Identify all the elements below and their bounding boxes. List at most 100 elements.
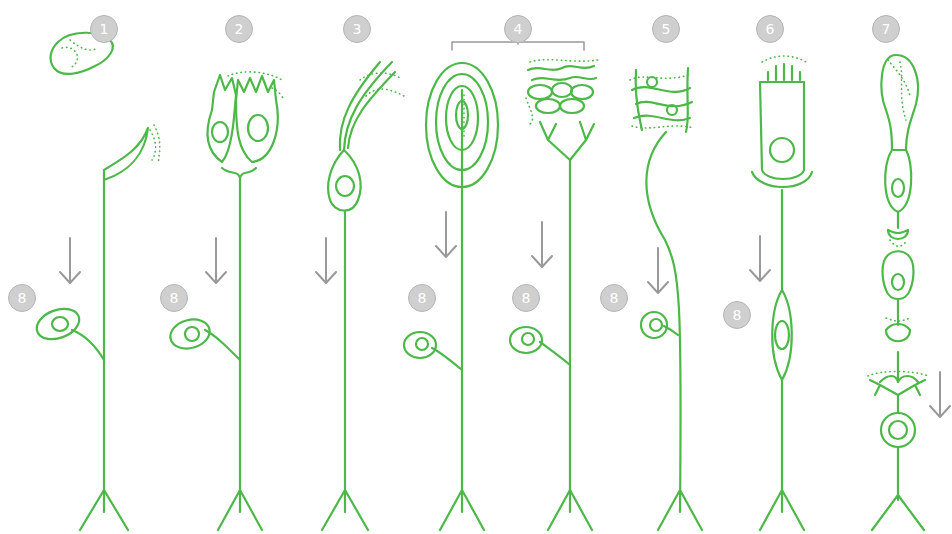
- callout-circle: 2: [225, 15, 253, 43]
- callout-number: 6: [766, 22, 775, 36]
- photoreceptor-outer: [881, 55, 918, 150]
- nucleus: [650, 319, 662, 331]
- callout-circle: 6: [756, 15, 784, 43]
- signal-arrow: [750, 236, 770, 281]
- epithelium-line: [528, 66, 596, 80]
- cell-stalk: [897, 212, 899, 228]
- dendrite-tree: [540, 122, 594, 512]
- epithelial-cell: [560, 99, 584, 113]
- axon: [760, 380, 804, 530]
- callout-number: 4: [514, 22, 523, 36]
- callout-number: 8: [18, 291, 27, 305]
- stimulus-dots: [868, 240, 928, 376]
- stimulus-dots: [62, 40, 160, 164]
- signal-arrow: [316, 238, 336, 283]
- axon-branch: [218, 490, 262, 530]
- callout-number: 5: [662, 22, 671, 36]
- stimulus-dots: [630, 56, 910, 128]
- bipolar-body: [772, 290, 792, 380]
- signal-arrow: [648, 248, 668, 293]
- bipolar-cell: [883, 251, 914, 299]
- callout-number: 1: [100, 22, 109, 36]
- callout-circle: 8: [723, 301, 751, 329]
- cell-body: [510, 327, 542, 353]
- cell-stalk: [432, 348, 462, 370]
- epithelial-cell: [571, 85, 593, 99]
- axon: [322, 212, 368, 530]
- cell-body: [404, 332, 436, 358]
- signal-arrow: [60, 238, 80, 283]
- synapse-terminal: [880, 376, 918, 382]
- epithelial-cell: [552, 83, 572, 97]
- nucleus: [522, 333, 534, 345]
- callout-number: 2: [235, 22, 244, 36]
- nucleus: [775, 321, 789, 349]
- cell-body: [33, 303, 84, 344]
- signal-arrow: [206, 238, 226, 283]
- callout-circle: 8: [600, 284, 628, 312]
- callout-number: 8: [418, 291, 427, 305]
- stimulus-dots: [228, 72, 404, 100]
- cell-body: [641, 312, 667, 338]
- callout-circle: 4: [504, 15, 532, 43]
- crescent-ending: [104, 128, 148, 512]
- signal-arrow: [930, 372, 950, 417]
- nucleus: [248, 115, 268, 141]
- callout-circle: 7: [872, 15, 900, 43]
- nucleus: [212, 122, 228, 142]
- cell-body: [167, 315, 213, 352]
- ganglion-cell: [881, 413, 915, 447]
- synapse-terminal: [888, 230, 908, 239]
- callout-number: 8: [610, 291, 619, 305]
- nucleus: [52, 317, 68, 331]
- nucleus: [892, 274, 904, 290]
- nucleus: [185, 327, 199, 341]
- hair-cell: [236, 76, 278, 162]
- fiber-loop: [667, 105, 677, 115]
- axon-branch: [80, 490, 128, 530]
- spiral-ending: [632, 87, 692, 120]
- nucleus: [416, 338, 428, 350]
- dendrite: [781, 190, 783, 290]
- dendrite-tree: [870, 380, 925, 412]
- nucleus: [770, 138, 794, 162]
- axon: [646, 132, 702, 530]
- cell-stalk: [897, 352, 899, 380]
- cell-stalk: [540, 342, 570, 365]
- callout-circle: 8: [8, 284, 36, 312]
- nucleus: [892, 179, 904, 197]
- fiber-loop: [647, 77, 657, 87]
- callout-circle: 5: [652, 15, 680, 43]
- callout-circle: 8: [160, 284, 188, 312]
- callout-number: 8: [733, 308, 742, 322]
- axon: [440, 90, 484, 530]
- receptor-body: [328, 150, 361, 211]
- callout-number: 8: [522, 291, 531, 305]
- synapse-terminal: [886, 324, 910, 341]
- signal-arrow: [436, 212, 456, 257]
- callout-number: 7: [882, 22, 891, 36]
- callout-number: 3: [353, 22, 362, 36]
- signal-arrow: [532, 222, 552, 267]
- group-bracket: [452, 42, 584, 50]
- axon: [222, 168, 256, 512]
- microvilli: [768, 64, 800, 80]
- epithelial-cell: [536, 99, 560, 113]
- hair-cell: [208, 75, 236, 162]
- axon: [872, 447, 924, 530]
- callout-circle: 8: [512, 284, 540, 312]
- stimulus-dots: [462, 60, 598, 140]
- callout-circle: 8: [408, 284, 436, 312]
- photoreceptor-inner: [885, 150, 911, 212]
- callout-circle: 3: [343, 15, 371, 43]
- axon-branch: [548, 490, 592, 530]
- nucleus: [889, 421, 907, 439]
- cell-stalk: [72, 330, 104, 360]
- nucleus: [336, 176, 354, 196]
- epithelial-cell: [528, 85, 552, 99]
- callout-number: 8: [170, 291, 179, 305]
- callout-circle: 1: [90, 15, 118, 43]
- synaptic-cup: [752, 172, 812, 187]
